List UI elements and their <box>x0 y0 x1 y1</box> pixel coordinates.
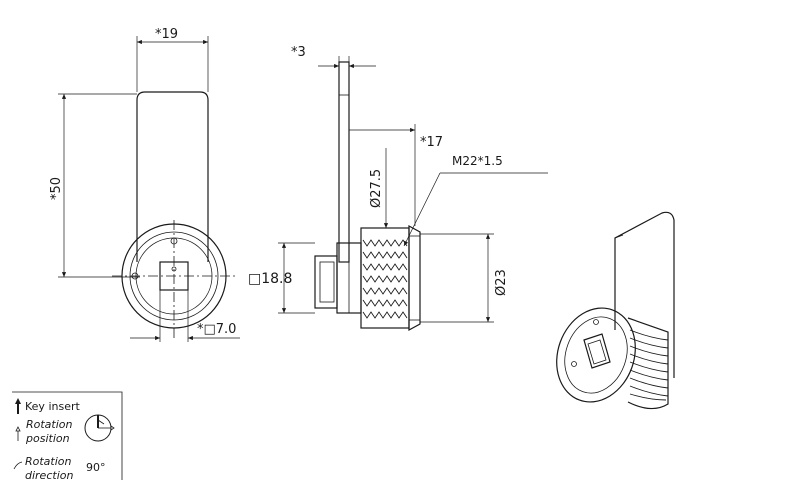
thread-leader-arrow <box>403 172 441 247</box>
legend-rotation-direction-2: direction <box>25 469 73 482</box>
legend-key-insert: Key insert <box>25 400 80 413</box>
iso-hole-top <box>593 319 599 325</box>
legend: Key insert Rotation position Rotation di… <box>12 391 123 482</box>
dim-flange-dia-label: Ø27.5 <box>369 169 384 208</box>
iso-arm-edge <box>614 234 624 239</box>
legend-rotation-position-2: position <box>25 432 70 445</box>
key-insert-icon <box>15 398 21 414</box>
iso-key-square <box>583 333 611 369</box>
iso-barrel <box>627 317 669 410</box>
dim-body-dia-label: Ø23 <box>494 269 509 296</box>
legend-angle: 90° <box>86 461 106 474</box>
iso-cam-arm <box>614 211 675 378</box>
dim-key-square-label: *□7.0 <box>197 322 236 337</box>
legend-frame <box>12 391 123 480</box>
side-thread-pattern <box>362 239 408 319</box>
side-cam-plate <box>338 61 350 263</box>
side-knob-inner <box>319 261 335 303</box>
rotation-dial-icon <box>84 414 115 442</box>
dim-height-label: *50 <box>49 177 64 200</box>
isometric-view <box>556 211 675 410</box>
dim-width-label: *19 <box>155 27 178 42</box>
iso-hole-left <box>571 361 577 367</box>
iso-flange-outer <box>556 307 636 403</box>
rotation-position-icon <box>15 426 21 441</box>
iso-thread-pattern <box>629 329 669 401</box>
legend-rotation-direction-1: Rotation <box>25 455 72 468</box>
front-view: *19 *50 *□7.0 <box>49 27 240 342</box>
dim-thread-length-label: *17 <box>420 135 443 150</box>
thread-spec-label: M22*1.5 <box>452 154 503 168</box>
rotation-direction-icon <box>13 461 23 470</box>
side-flange <box>408 224 421 332</box>
iso-flange-inner <box>564 316 628 394</box>
dim-plate-label: *3 <box>291 45 306 60</box>
cam-arm-outline <box>136 91 209 262</box>
legend-rotation-position-1: Rotation <box>26 418 73 431</box>
iso-key-square-inner <box>587 339 607 365</box>
side-view: *3 *17 M22*1.5 Ø27.5 □18.8 Ø23 <box>248 45 548 332</box>
dim-square-label: □18.8 <box>248 271 292 287</box>
